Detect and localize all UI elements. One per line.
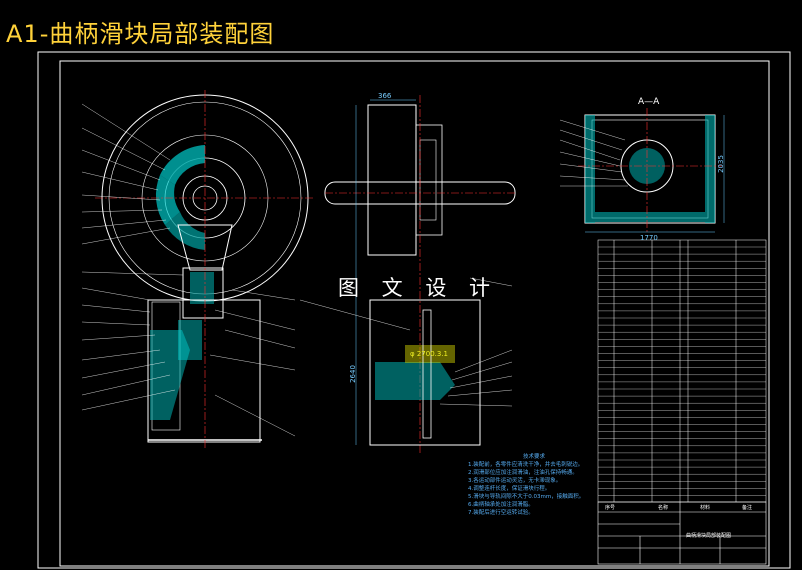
inner-border (59, 60, 770, 567)
section-label: A—A (638, 97, 660, 107)
left-view (81, 90, 315, 450)
tb-drawing-name: 曲柄滑块局部装配图 (686, 533, 732, 539)
title-block (597, 501, 767, 565)
notes-header: 技术要求 (522, 454, 545, 460)
middle-view (299, 95, 516, 455)
technical-notes: 技术要求 1.装配前，各零件应清洗干净，并去毛刺锐边。 2.润滑部位应加注润滑油… (468, 453, 586, 517)
outer-border (37, 51, 791, 569)
notes-line: 6.曲柄轴承处加注润滑脂。 (468, 502, 534, 508)
parts-list-rows (598, 246, 766, 496)
parts-list (597, 239, 767, 503)
dim-mid-top: φ 2700.3.1 (410, 350, 449, 358)
watermark: 图 文 设 计 (338, 276, 499, 300)
tb-col-seq: 序号 (605, 505, 616, 511)
notes-line: 1.装配前，各零件应清洗干净，并去毛刺锐边。 (468, 462, 584, 468)
notes-line: 7.装配后进行空运转试验。 (468, 510, 534, 516)
tb-col-material: 材料 (700, 505, 711, 511)
notes-line: 2.润滑部位应加注润滑油，注油孔保持畅通。 (468, 470, 578, 476)
notes-line: 4.调整连杆长度，保证滑块行程。 (468, 486, 551, 492)
dim-top-width: 366 (378, 92, 392, 100)
tb-col-name: 名称 (658, 505, 669, 511)
dim-right-width: 1770 (640, 234, 658, 242)
drawing-title: A1-曲柄滑块局部装配图 (6, 20, 275, 48)
dim-mid-height: 2640 (348, 365, 357, 383)
tb-col-remark: 备注 (742, 505, 753, 511)
notes-line: 3.各运动部件运动灵活，无卡滞现象。 (468, 478, 562, 484)
dim-right-height: 2035 (716, 155, 725, 173)
notes-line: 5.滑块与导轨间隙不大于0.03mm，接触面积。 (468, 494, 585, 500)
section-aa-view (559, 108, 725, 233)
